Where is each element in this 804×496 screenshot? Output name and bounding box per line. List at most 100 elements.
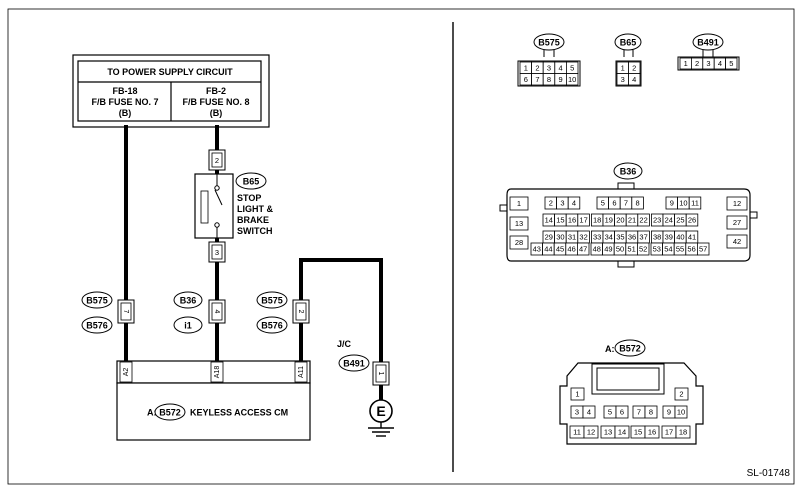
b36-pin-6-number: 6 xyxy=(612,199,616,208)
b572-label: B572 xyxy=(619,344,641,354)
b491-pin-2: 2 xyxy=(691,57,704,70)
b36-pin-25: 25 xyxy=(674,213,687,227)
cm-pin-a2: A2 xyxy=(123,368,130,377)
b36-pin-14-number: 14 xyxy=(545,216,553,225)
b36-pin-48: 48 xyxy=(590,242,604,256)
cm-connector-label: B572 xyxy=(159,408,181,418)
b36-pin-21: 21 xyxy=(625,213,639,227)
b572-pin-13: 13 xyxy=(600,425,616,439)
b572-pin-15-number: 15 xyxy=(634,428,642,437)
b572-pin-18-number: 18 xyxy=(679,428,687,437)
b36-pin-28: 28 xyxy=(509,235,529,250)
b36-pin-17-number: 17 xyxy=(579,216,587,225)
b572-pin-9: 9 xyxy=(662,405,676,419)
b575-pin-3: 3 xyxy=(542,61,556,74)
b36-pin-54: 54 xyxy=(662,242,675,256)
b36-pin-38-number: 38 xyxy=(653,233,661,242)
b36-pin-5: 5 xyxy=(596,196,610,210)
jc-connector-label: B491 xyxy=(343,359,365,369)
inline-connector-3: 2 B575 B576 xyxy=(256,291,310,334)
b572-pin-11: 11 xyxy=(569,425,585,439)
b36-pin-37: 37 xyxy=(637,230,650,244)
b575-pin-3-number: 3 xyxy=(547,63,551,72)
b491-pin-5-number: 5 xyxy=(729,59,733,68)
b491-pin-5: 5 xyxy=(725,57,738,70)
b36-pin-43: 43 xyxy=(530,242,544,256)
b572-pin-17-number: 17 xyxy=(665,428,673,437)
b572-pin-8: 8 xyxy=(644,405,658,419)
switch-label-line4: SWITCH xyxy=(237,226,273,236)
inline-connector-2-top: B36 xyxy=(180,296,197,306)
b36-pin-49: 49 xyxy=(602,242,615,256)
b36-pin-2: 2 xyxy=(544,196,558,210)
b36-pin-44-number: 44 xyxy=(544,245,552,254)
keyless-access-cm: A2 A18 A11 A: B572 KEYLESS ACCESS CM xyxy=(116,360,311,441)
b36-pin-25-number: 25 xyxy=(676,216,684,225)
b572-pin-12-number: 12 xyxy=(587,428,595,437)
inline-connector-1: 7 B575 B576 xyxy=(81,291,135,334)
b36-pin-40-number: 40 xyxy=(676,233,684,242)
b36-pin-26-number: 26 xyxy=(688,216,696,225)
b572-pin-3: 3 xyxy=(570,405,584,419)
fuse-right-code: (B) xyxy=(210,108,223,118)
b575-pin-5-number: 5 xyxy=(570,63,574,72)
b575-pin-8: 8 xyxy=(542,73,556,86)
b36-pin-41-number: 41 xyxy=(688,233,696,242)
b36-pin-28-number: 28 xyxy=(515,238,523,247)
b36-pin-13-number: 13 xyxy=(515,219,523,228)
inline-connector-3-pin: 2 xyxy=(297,310,304,314)
b572-pin-17: 17 xyxy=(661,425,677,439)
b36-pin-30-number: 30 xyxy=(556,233,564,242)
b575-pin-9-number: 9 xyxy=(559,75,563,84)
b36-pin-22-number: 22 xyxy=(639,216,647,225)
b575-pin-1: 1 xyxy=(519,61,533,74)
b36-pin-36: 36 xyxy=(625,230,639,244)
fuse-right-id: FB-2 xyxy=(206,86,226,96)
stop-light-switch: 2 3 B65 STOP LIGHT & BRAKE SWITCH xyxy=(194,149,273,263)
b36-pin-49-number: 49 xyxy=(604,245,612,254)
b36-pin-3-number: 3 xyxy=(560,199,564,208)
fuse-left-id: FB-18 xyxy=(112,86,137,96)
b575-pin-2: 2 xyxy=(531,61,544,74)
switch-pin-bottom: 3 xyxy=(215,248,219,257)
b36-pin-42: 42 xyxy=(726,234,748,249)
b36-pin-20-number: 20 xyxy=(616,216,624,225)
b65-pin-1: 1 xyxy=(616,61,629,74)
b572-pin-4: 4 xyxy=(582,405,596,419)
b36-pin-44: 44 xyxy=(542,242,555,256)
b36-pin-55: 55 xyxy=(673,242,687,256)
b36-pin-1: 1 xyxy=(509,196,529,211)
b572-pin-18: 18 xyxy=(675,425,691,439)
switch-label-line3: BRAKE xyxy=(237,215,269,225)
b572-pin-2: 2 xyxy=(674,387,689,401)
b572-pin-5-number: 5 xyxy=(608,408,612,417)
b36-pin-56: 56 xyxy=(685,242,698,256)
b36-pin-16-number: 16 xyxy=(568,216,576,225)
b65-pin-3-number: 3 xyxy=(621,75,625,84)
b36-pin-29: 29 xyxy=(542,230,556,244)
b572-pin-10: 10 xyxy=(674,405,688,419)
b572-pin-3-number: 3 xyxy=(575,408,579,417)
b36-pin-27: 27 xyxy=(726,215,748,230)
b36-pin-18-number: 18 xyxy=(593,216,601,225)
b36-pin-35-number: 35 xyxy=(616,233,624,242)
b572-pin-11-number: 11 xyxy=(573,428,581,437)
b36-pin-29-number: 29 xyxy=(545,233,553,242)
b36-pin-57-number: 57 xyxy=(699,245,707,254)
b572-pin-16-number: 16 xyxy=(648,428,656,437)
inline-connector-2: 4 B36 i1 xyxy=(173,291,226,334)
b65-pin-2-number: 2 xyxy=(632,63,636,72)
b491-pin-4: 4 xyxy=(713,57,727,70)
cm-name: KEYLESS ACCESS CM xyxy=(190,408,288,418)
b572-pin-13-number: 13 xyxy=(604,428,612,437)
b36-pin-1-number: 1 xyxy=(517,199,521,208)
wires xyxy=(124,125,383,401)
figure-code: SL-01748 xyxy=(747,468,791,479)
b572-pin-7-number: 7 xyxy=(637,408,641,417)
